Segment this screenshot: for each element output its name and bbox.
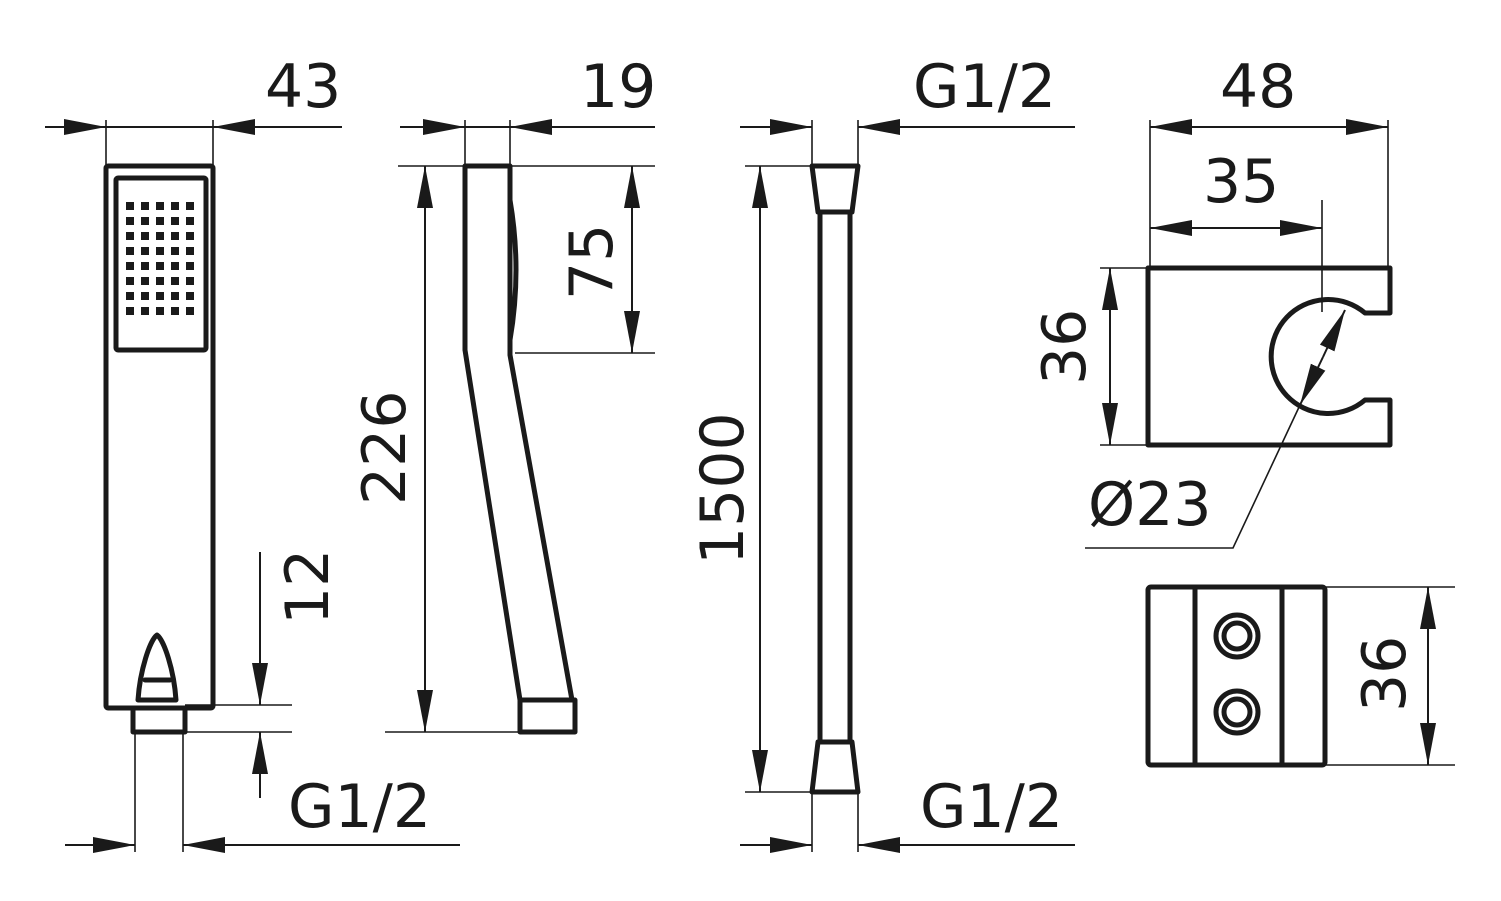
dimension-36-back: 36 — [1350, 636, 1420, 712]
spray-nozzle — [186, 247, 194, 255]
spray-nozzle — [186, 262, 194, 270]
spray-nozzle — [156, 262, 164, 270]
spray-nozzle — [126, 247, 134, 255]
spray-nozzle — [186, 232, 194, 240]
hand-shower-front-view: 43 12 G1/2 — [45, 52, 460, 853]
spray-nozzle — [171, 277, 179, 285]
spray-nozzle — [126, 217, 134, 225]
dimension-75: 75 — [557, 224, 627, 300]
spray-nozzle — [186, 217, 194, 225]
spray-nozzle — [186, 292, 194, 300]
shower-holder-back-view: 36 — [1145, 584, 1455, 768]
spray-nozzle — [171, 262, 179, 270]
hand-shower-side-view: 19 226 75 — [350, 52, 656, 735]
spray-nozzle — [171, 292, 179, 300]
spray-nozzle — [156, 217, 164, 225]
spray-nozzle — [171, 247, 179, 255]
spray-nozzle — [141, 217, 149, 225]
spray-nozzle-grid — [126, 202, 194, 315]
spray-nozzle — [156, 292, 164, 300]
spray-nozzle — [141, 247, 149, 255]
dimension-thread-g12: G1/2 — [288, 772, 431, 842]
spray-nozzle — [141, 262, 149, 270]
dimension-1500: 1500 — [688, 412, 758, 565]
dimension-diameter-23: Ø23 — [1088, 470, 1212, 540]
spray-nozzle — [171, 232, 179, 240]
spray-nozzle — [126, 262, 134, 270]
spray-nozzle — [141, 202, 149, 210]
dimension-12: 12 — [273, 549, 343, 625]
spray-nozzle — [171, 202, 179, 210]
dimension-48: 48 — [1220, 52, 1296, 122]
shower-hose: G1/2 1500 G1/2 — [688, 52, 1075, 853]
spray-nozzle — [141, 292, 149, 300]
spray-nozzle — [156, 307, 164, 315]
spray-nozzle — [156, 232, 164, 240]
spray-nozzle — [126, 292, 134, 300]
spray-nozzle — [186, 202, 194, 210]
spray-nozzle — [141, 307, 149, 315]
dimension-35: 35 — [1203, 147, 1279, 217]
spray-nozzle — [126, 277, 134, 285]
spray-nozzle — [156, 202, 164, 210]
dimension-36-side: 36 — [1030, 309, 1100, 385]
spray-nozzle — [186, 277, 194, 285]
dimension-226: 226 — [350, 390, 420, 505]
spray-nozzle — [156, 277, 164, 285]
dimension-hose-top-g12: G1/2 — [913, 52, 1056, 122]
shower-holder-top-view: 48 35 36 Ø23 — [1030, 52, 1393, 549]
spray-nozzle — [171, 217, 179, 225]
dimension-43: 43 — [265, 52, 341, 122]
spray-nozzle — [126, 232, 134, 240]
spray-nozzle — [156, 247, 164, 255]
spray-nozzle — [141, 232, 149, 240]
spray-nozzle — [141, 277, 149, 285]
spray-nozzle — [186, 307, 194, 315]
spray-nozzle — [171, 307, 179, 315]
dimension-hose-bottom-g12: G1/2 — [920, 772, 1063, 842]
spray-nozzle — [126, 202, 134, 210]
dimension-19: 19 — [580, 52, 656, 122]
spray-nozzle — [126, 307, 134, 315]
